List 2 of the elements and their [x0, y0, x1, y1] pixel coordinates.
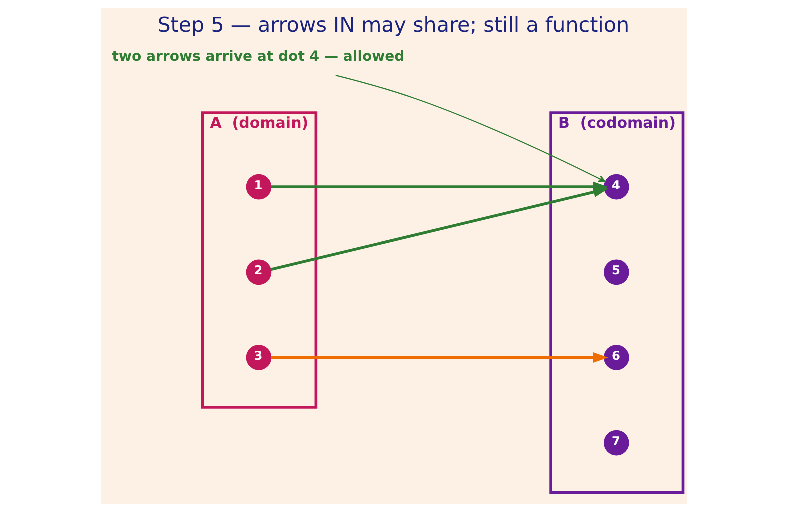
node-text: two arrows arrive at dot 4 — allowed [112, 48, 404, 65]
diagram-title: Step 5 — arrows IN may share; still a function [157, 13, 630, 38]
